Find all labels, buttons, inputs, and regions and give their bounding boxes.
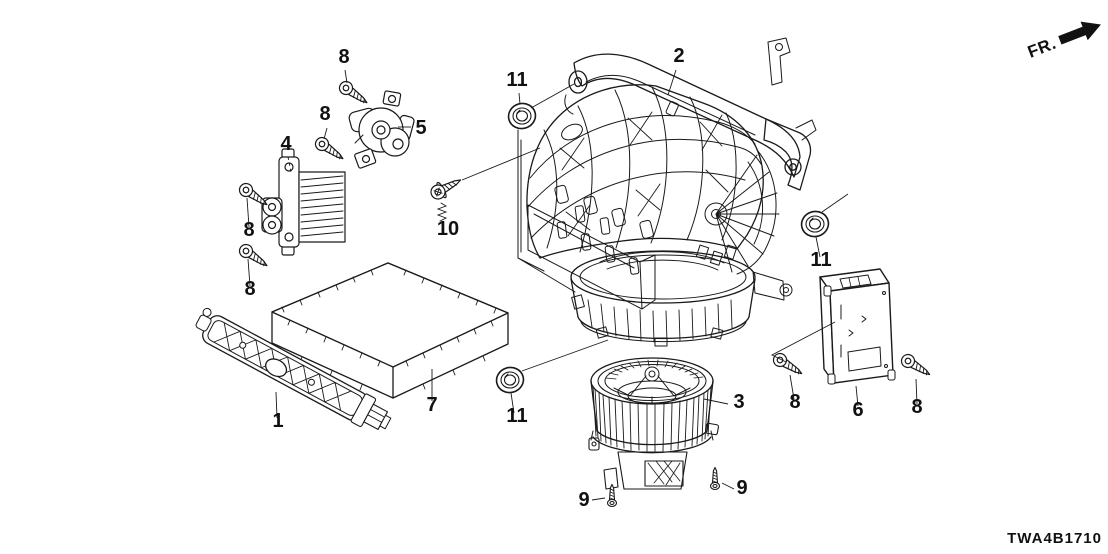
blower-wheel-art xyxy=(588,357,720,490)
leader-line xyxy=(323,127,328,140)
housing-drum xyxy=(570,244,793,347)
part-label-8: 8 xyxy=(243,219,254,241)
leader-line xyxy=(703,398,729,405)
part-label-9: 9 xyxy=(736,477,747,499)
part-label-7: 7 xyxy=(426,394,437,416)
part-label-2: 2 xyxy=(673,45,684,67)
grommet xyxy=(797,207,833,241)
wheel-inner-blades xyxy=(605,359,704,380)
leader-line xyxy=(510,392,515,414)
diagram-code: TWA4B1710 xyxy=(1007,530,1102,547)
part-label-11: 11 xyxy=(506,405,527,427)
part-label-8: 8 xyxy=(319,103,330,125)
grommet xyxy=(504,99,540,133)
part-label-8: 8 xyxy=(244,278,255,300)
part-label-9: 9 xyxy=(578,489,589,511)
blower-housing-art xyxy=(517,37,817,347)
screw-spring xyxy=(436,202,448,222)
part-label-11: 11 xyxy=(810,249,831,271)
screw-with-washer xyxy=(427,171,466,204)
control-module-art xyxy=(819,268,896,385)
fr-arrow-icon xyxy=(1058,21,1101,45)
filter-lid-art xyxy=(195,307,392,430)
part-label-8: 8 xyxy=(911,396,922,418)
filter-edge-ticks xyxy=(281,269,497,391)
housing-panel-edge xyxy=(517,129,576,293)
resistor-art xyxy=(261,148,346,256)
leader-lines xyxy=(246,69,918,501)
part-label-3: 3 xyxy=(733,391,744,413)
tapping-screw xyxy=(336,78,372,109)
tapping-screw xyxy=(312,134,348,165)
fr-direction-arrow: FR. xyxy=(1025,21,1101,62)
leader-line xyxy=(518,92,521,105)
part-label-4: 4 xyxy=(280,133,292,155)
wheel-motor-base xyxy=(588,422,720,490)
wheel-blades xyxy=(592,385,712,452)
leader-line xyxy=(821,193,849,213)
leader-line xyxy=(815,236,821,258)
part-label-5: 5 xyxy=(415,117,426,139)
leader-line xyxy=(771,321,836,363)
housing-top-beam xyxy=(573,53,801,178)
part-label-11: 11 xyxy=(506,69,527,91)
housing-left-ear xyxy=(568,70,588,94)
leader-line xyxy=(246,197,250,228)
part-label-8: 8 xyxy=(338,46,349,68)
actuator-motor-art xyxy=(348,90,415,169)
leader-line xyxy=(591,497,606,501)
leader-line xyxy=(247,258,251,287)
cabin-filter-art xyxy=(271,262,509,399)
housing-scroll xyxy=(704,149,780,275)
fr-label: FR. xyxy=(1025,34,1059,62)
leader-line xyxy=(287,156,292,173)
housing-cage-outline xyxy=(526,84,764,259)
part-label-1: 1 xyxy=(272,410,283,432)
part-label-6: 6 xyxy=(852,399,863,421)
leader-line xyxy=(667,69,677,96)
leader-line xyxy=(521,339,609,372)
part-label-8: 8 xyxy=(789,391,800,413)
leader-line xyxy=(530,83,575,109)
grommet xyxy=(492,363,528,397)
leader-line xyxy=(721,482,735,490)
housing-right-bracket xyxy=(763,118,812,191)
leader-line xyxy=(275,391,278,419)
housing-rear-clip xyxy=(767,37,791,86)
part-label-10: 10 xyxy=(437,218,459,240)
leader-line xyxy=(789,374,795,400)
leader-line xyxy=(855,385,859,407)
leader-line xyxy=(915,378,918,405)
leader-line xyxy=(344,69,348,84)
tapping-screw-small xyxy=(709,466,721,491)
tapping-screw xyxy=(236,241,272,272)
housing-tray xyxy=(527,204,656,310)
tapping-screw xyxy=(770,350,806,380)
leader-line xyxy=(461,147,541,181)
wheel-hub xyxy=(613,366,691,405)
tapping-screw xyxy=(898,351,934,381)
